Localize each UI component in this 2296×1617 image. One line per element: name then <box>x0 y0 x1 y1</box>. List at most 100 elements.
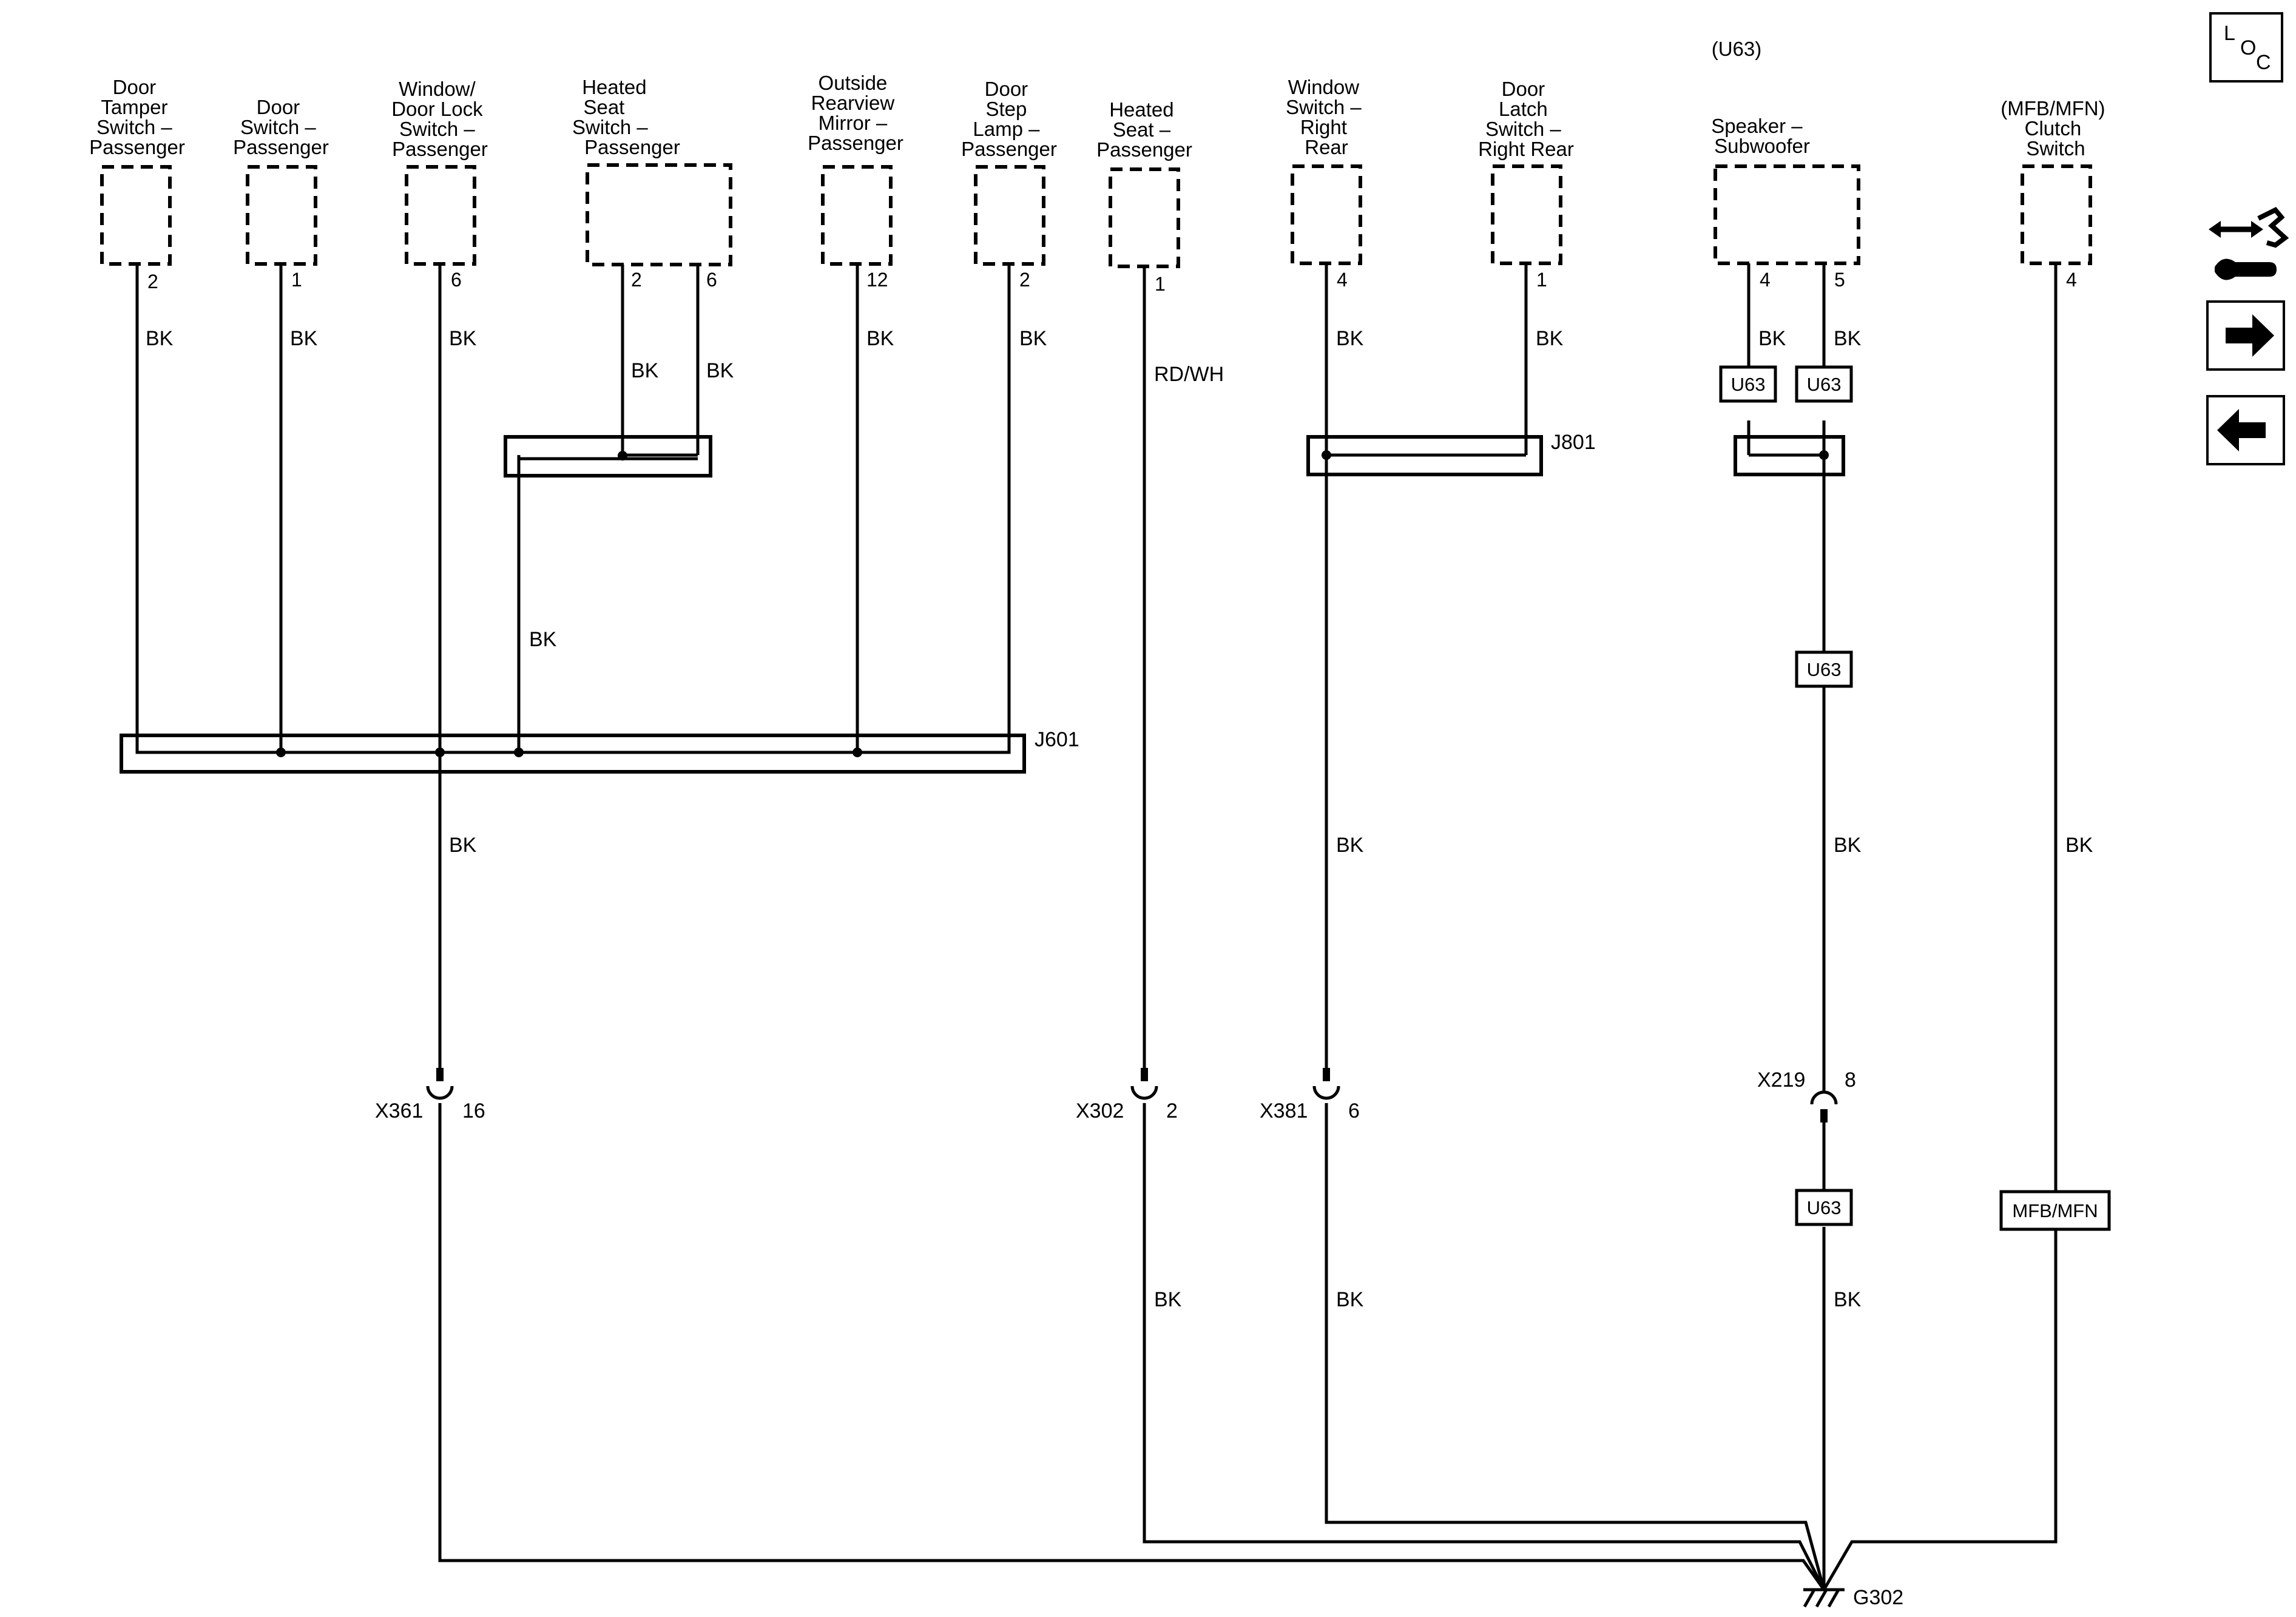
service-arrow-head-left <box>2209 221 2221 238</box>
wire-x302-to-g302 <box>1143 1103 1826 1591</box>
connector-service-icon[interactable] <box>2209 207 2289 280</box>
label-speaker-subwoofer: Speaker – Subwoofer <box>1711 115 1810 157</box>
wire-color: BK <box>866 327 894 350</box>
splice-dot <box>435 748 445 757</box>
box-window-door-lock-switch-passenger <box>405 165 476 266</box>
connector-label-x361: X361 <box>375 1099 423 1122</box>
ground-label-g302: G302 <box>1853 1586 1903 1609</box>
splice-pack-heated-seat-switch <box>504 435 712 478</box>
ground-hatch <box>1827 1588 1840 1608</box>
box-door-step-lamp-passenger <box>974 165 1045 266</box>
box-outside-rearview-mirror-passenger <box>821 165 893 266</box>
wire-color: BK <box>529 628 557 651</box>
wire-color: BK <box>1336 834 1364 857</box>
pin-heated-seat: 1 <box>1155 273 1166 295</box>
tag-label-u63: U63 <box>1807 1197 1842 1218</box>
ground-g302: G302 <box>1803 1586 1903 1609</box>
wire-color: BK <box>1758 327 1786 350</box>
splice-pack-j801 <box>1306 435 1543 476</box>
pin-door-tamper: 2 <box>147 271 158 292</box>
wire-color: BK <box>449 327 477 350</box>
splice-dot <box>853 748 862 757</box>
pin-heated-seat-switch-a: 2 <box>631 269 642 291</box>
component-boxes <box>100 163 2092 268</box>
tag-label-mfb-mfn: MFB/MFN <box>2012 1200 2098 1221</box>
label-heated-seat-switch-passenger: Heated Seat Switch – Passenger <box>572 76 680 158</box>
wire-color: BK <box>146 327 174 350</box>
loc-letter: O <box>2240 36 2256 59</box>
box-speaker-subwoofer <box>1714 164 1860 265</box>
wire-x381-to-g302 <box>1325 1103 1826 1590</box>
pin-window-rr: 4 <box>1337 269 1348 291</box>
connector-x381: X381 6 <box>1260 1068 1360 1122</box>
wire-color-rd-wh: RD/WH <box>1154 363 1224 386</box>
connector-x219: X219 8 <box>1757 1068 1856 1122</box>
nav-next-button[interactable] <box>2206 300 2285 371</box>
wire-color: BK <box>1336 327 1364 350</box>
wire-clutch-to-g302 <box>1822 1227 2058 1591</box>
wire-color: BK <box>1834 834 1862 857</box>
connector-x361: X361 16 <box>375 1068 485 1122</box>
splice-pack-j601 <box>120 734 1026 774</box>
service-arrow-head-right <box>2251 221 2263 238</box>
connector-label-x302: X302 <box>1076 1099 1124 1122</box>
tag-box-u63 <box>1795 1189 1853 1226</box>
pin-latch-rr: 1 <box>1536 269 1547 291</box>
wire-color-labels: BK BK BK BK BK BK BK RD/WH BK BK BK BK B… <box>146 327 2093 1311</box>
label-clutch-switch: (MFB/MFN) Clutch Switch <box>2001 97 2110 160</box>
tag-box-u63 <box>1795 650 1853 688</box>
splice-j601: J601 <box>120 728 1079 774</box>
ground-hatch <box>1815 1588 1828 1608</box>
connector-pin-x219: 8 <box>1845 1068 1856 1092</box>
box-clutch-switch <box>2021 164 2092 265</box>
pin-window-lock: 6 <box>451 269 462 291</box>
wires <box>135 263 2058 1591</box>
splice-bar-j601 <box>135 751 1011 754</box>
wire-color: BK <box>1834 1288 1862 1311</box>
connector-x302-socket <box>1130 1085 1158 1100</box>
splice-label-j801: J801 <box>1551 431 1596 454</box>
connector-label-x381: X381 <box>1260 1099 1308 1122</box>
loc-letter: L <box>2224 22 2235 45</box>
pin-door-switch: 1 <box>291 269 302 291</box>
tag-label-u63: U63 <box>1807 659 1842 680</box>
splice-dot <box>514 748 524 757</box>
box-door-switch-passenger <box>246 165 317 266</box>
connector-x381-socket <box>1312 1085 1340 1100</box>
pin-subwoofer-b: 5 <box>1834 269 1845 291</box>
splice-dot <box>276 748 286 757</box>
splice-heated-seat-switch <box>504 435 712 751</box>
option-note-u63: (U63) <box>1712 38 1762 60</box>
nav-prev-button[interactable] <box>2206 395 2285 465</box>
wire-x361-to-g302 <box>438 1103 1826 1591</box>
wire-color: BK <box>631 359 659 382</box>
option-tags: U63 U63 U63 U63 MFB/MFN <box>1719 365 2111 1231</box>
splice-j801: J801 <box>1306 431 1596 476</box>
connector-x361-socket <box>426 1085 454 1100</box>
pin-numbers: 2 1 6 2 6 12 2 1 4 1 4 5 4 <box>147 269 2077 295</box>
pin-mirror: 12 <box>866 269 888 291</box>
arrow-left-icon <box>2217 409 2266 451</box>
label-door-tamper-switch-passenger: Door Tamper Switch – Passenger <box>89 76 185 158</box>
pin-heated-seat-switch-b: 6 <box>706 269 717 291</box>
component-labels: Door Tamper Switch – Passenger Door Swit… <box>89 38 2110 161</box>
connector-pin-male <box>436 1068 444 1081</box>
location-view-button[interactable] <box>2209 12 2283 83</box>
pin-step-lamp: 2 <box>1019 269 1030 291</box>
wire-color: BK <box>1834 327 1862 350</box>
splice-dot <box>1322 450 1331 460</box>
wire-color: BK <box>1019 327 1047 350</box>
label-window-door-lock-switch-passenger: Window/ Door Lock Switch – Passenger <box>391 78 488 160</box>
label-door-switch-passenger: Door Switch – Passenger <box>233 96 329 158</box>
label-heated-seat-passenger: Heated Seat – Passenger <box>1096 98 1192 161</box>
nav-loc-button[interactable]: L O C <box>2209 12 2283 83</box>
splice-pack-subwoofer <box>1734 435 1845 476</box>
box-window-switch-right-rear <box>1291 164 1362 265</box>
tag-box-u63 <box>1719 365 1777 403</box>
service-wrench <box>2215 258 2277 280</box>
wire-color: BK <box>1336 1288 1364 1311</box>
loc-letter: C <box>2256 51 2271 74</box>
pin-subwoofer-a: 4 <box>1760 269 1771 291</box>
wire-color: BK <box>1154 1288 1182 1311</box>
